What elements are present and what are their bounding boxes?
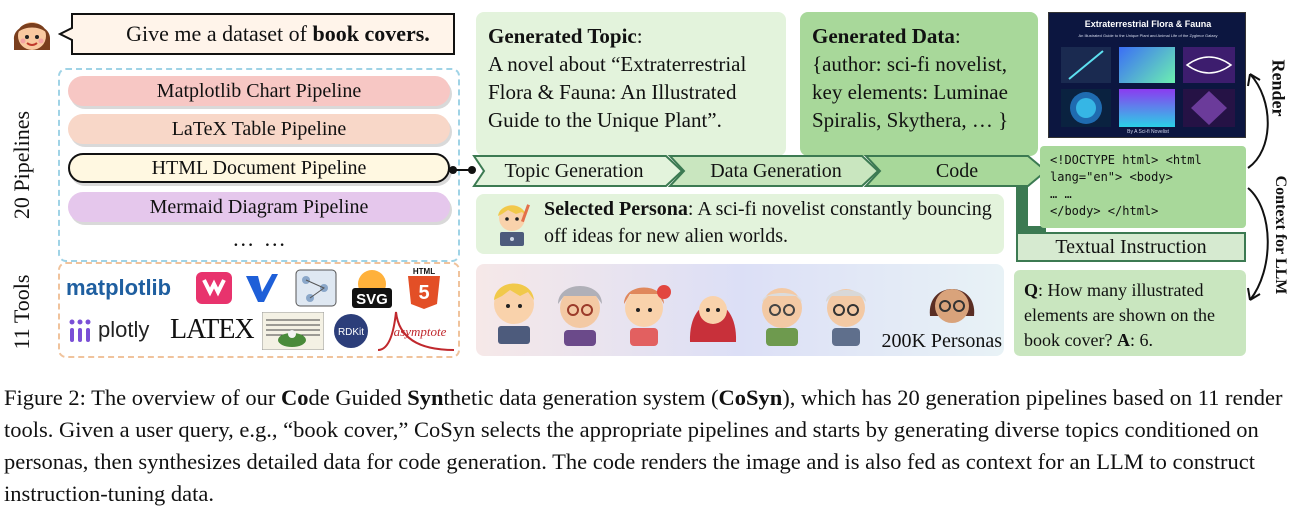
cover-illustration [1183, 47, 1235, 83]
user-query-bubble: Give me a dataset of book covers. [58, 12, 458, 56]
qa-example: Q: How many illustrated elements are sho… [1014, 270, 1246, 356]
textual-instruction-label: Textual Instruction [1016, 232, 1246, 262]
cover-illustration [1061, 89, 1111, 127]
book-cover-image: Extraterrestrial Flora & Fauna An Illust… [1048, 12, 1246, 138]
render-context-arrows [1247, 73, 1269, 301]
step-code: Code [935, 160, 979, 182]
cover-illustration [1183, 89, 1235, 127]
asymptote-logo-text: asymptote [394, 324, 447, 339]
book-cover-title: Extraterrestrial Flora & Fauna [1084, 19, 1212, 29]
latex-logo: LATEX [170, 314, 255, 345]
generated-topic-box: Generated Topic: A novel about “Extrater… [476, 12, 786, 156]
persona-count: 200K Personas [881, 330, 1002, 352]
matplotlib-logo: matplotlib [66, 275, 172, 300]
vega-logo-icon [244, 270, 280, 306]
code-line: lang="en"> <body> [1050, 170, 1173, 184]
persona-avatar-icon [624, 285, 671, 346]
plotly-logo: plotly [98, 317, 150, 342]
graphviz-logo-icon [294, 268, 338, 308]
generated-data-heading: Generated Data [812, 24, 955, 48]
pipelines-more: … … [232, 226, 288, 251]
code-to-instruction-connector [1016, 186, 1046, 234]
code-line: … … [1050, 187, 1072, 201]
selected-persona-box [476, 194, 1004, 254]
context-for-llm-label: Context for LLM [1272, 175, 1289, 295]
rdkit-logo-icon: RDKit [332, 312, 370, 350]
generated-data-text: {author: sci-fi novelist, key elements: … [812, 52, 1009, 132]
figure-caption: Figure 2: The overview of our Code Guide… [4, 385, 1283, 506]
generation-flow-bar [472, 155, 1048, 187]
user-avatar-icon [8, 10, 56, 58]
selected-persona-heading: Selected Persona [544, 198, 688, 220]
book-cover-subtitle: An Illustrated Guide to the Unique Plant… [1078, 33, 1218, 38]
html5-logo-icon: HTML 5 [406, 266, 442, 310]
selected-persona-text: Selected Persona: A sci-fi novelist cons… [544, 198, 992, 247]
tools-count-label: 11 Tools [9, 274, 34, 350]
code-snippet: <!DOCTYPE html> <html lang="en"> <body> … [1040, 146, 1246, 228]
generated-data-box: Generated Data: {author: sci-fi novelist… [800, 12, 1038, 156]
plotly-logo-icon [68, 316, 94, 344]
novelist-persona-icon [486, 198, 538, 250]
pipelines-panel [58, 68, 460, 262]
persona-avatar-icon [826, 289, 866, 346]
persona-avatar-icon [494, 283, 534, 344]
persona-avatars [484, 270, 904, 350]
persona-avatar-icon [689, 296, 737, 342]
svg-logo-icon: SVG [350, 268, 394, 310]
pipeline-connector [449, 166, 476, 174]
cover-illustration [1061, 47, 1111, 83]
persona-avatar-icon [922, 276, 982, 336]
svg-logo-text: SVG [356, 291, 388, 308]
code-line: <!DOCTYPE html> <html [1050, 153, 1202, 167]
render-label: Render [1268, 59, 1289, 117]
persona-avatar-icon [558, 286, 602, 346]
svg-text:5: 5 [418, 282, 429, 304]
step-data-generation: Data Generation [710, 160, 842, 182]
generated-topic-text: A novel about “Extraterrestrial Flora & … [488, 52, 747, 132]
rdkit-logo-text: RDKit [338, 327, 364, 338]
mermaid-logo-icon [196, 272, 232, 304]
persona-avatar-icon [762, 288, 802, 346]
pipelines-count-label: 20 Pipelines [9, 110, 34, 220]
code-line: </body> </html> [1050, 204, 1159, 218]
book-cover-author: By A Sci-fi Novelist [1127, 129, 1169, 135]
pipeline-matplotlib: Matplotlib Chart Pipeline [68, 76, 450, 106]
cover-illustration [1119, 89, 1175, 127]
asymptote-logo-icon: asymptote [376, 310, 456, 352]
tools-panel [58, 262, 460, 358]
lilypond-logo-icon [261, 311, 325, 351]
pipeline-latex-table: LaTeX Table Pipeline [68, 114, 450, 144]
user-query-text: Give me a dataset of book covers. [126, 21, 430, 46]
pipeline-mermaid: Mermaid Diagram Pipeline [68, 192, 450, 222]
html5-logo-text: HTML [413, 267, 435, 276]
step-topic-generation: Topic Generation [504, 160, 644, 182]
generated-topic-heading: Generated Topic [488, 24, 637, 48]
pipeline-html-document: HTML Document Pipeline [68, 153, 450, 183]
cover-illustration [1119, 47, 1175, 83]
